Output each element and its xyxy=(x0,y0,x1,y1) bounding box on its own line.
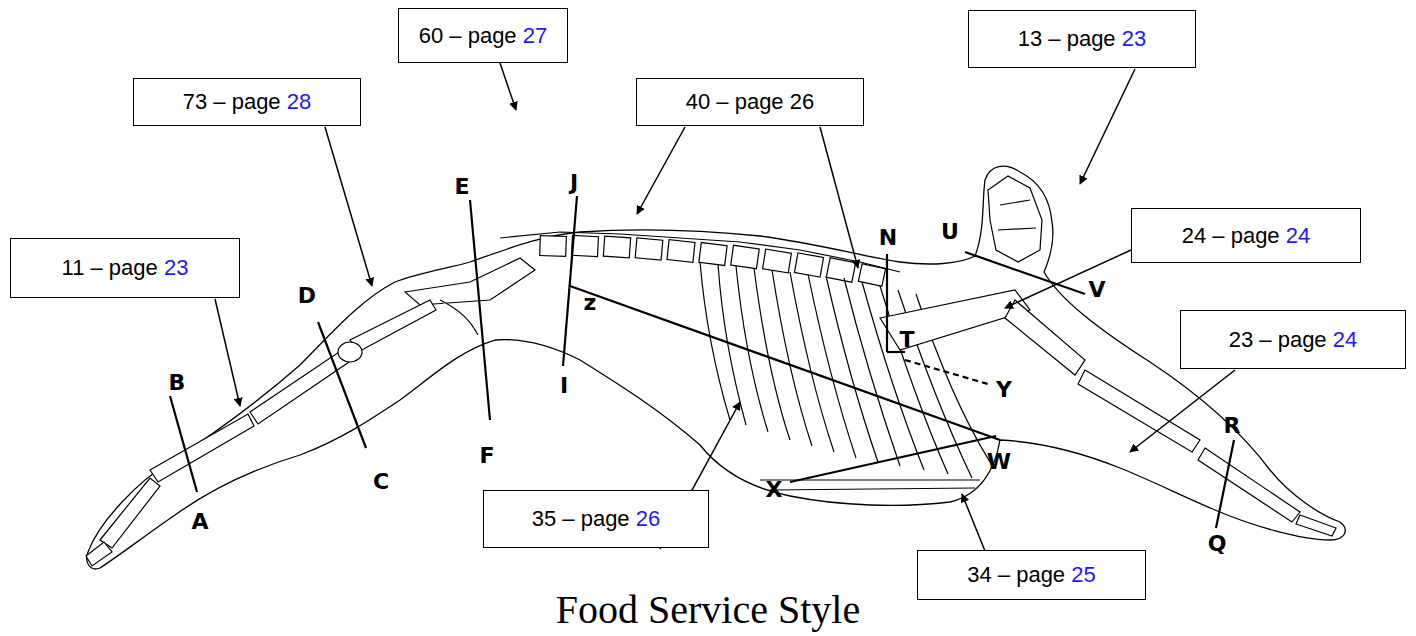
cut-letter: T xyxy=(899,329,914,351)
callout-box: 34 – page25 xyxy=(917,550,1146,600)
callout-text: 11 – page23 xyxy=(62,255,189,281)
callout-number: 23 – page xyxy=(1229,327,1327,352)
leader-arrows xyxy=(215,63,1235,551)
callout-box: 23 – page24 xyxy=(1180,310,1406,369)
page-number: 26 xyxy=(790,89,814,114)
cut-letter: C xyxy=(373,471,389,493)
callout-number: 13 – page xyxy=(1018,26,1116,51)
callout-number: 24 – page xyxy=(1182,223,1280,248)
page-number: 25 xyxy=(1071,562,1095,587)
cut-letter: N xyxy=(879,227,897,249)
callout-box: 60 – page27 xyxy=(398,8,568,63)
cut-letter: D xyxy=(298,285,316,307)
callout-text: 35 – page26 xyxy=(532,506,661,532)
callout-box: 24 – page24 xyxy=(1131,208,1361,263)
spine xyxy=(500,232,900,286)
callout-text: 24 – page24 xyxy=(1182,223,1311,249)
callout-number: 11 – page xyxy=(62,255,158,280)
cut-letter: X xyxy=(766,479,783,501)
callout-number: 35 – page xyxy=(532,506,630,531)
cut-letter: I xyxy=(560,375,568,397)
callout-number: 60 – page xyxy=(419,23,517,48)
page-number: 24 xyxy=(1333,327,1357,352)
cut-letter: B xyxy=(169,372,186,394)
callout-box: 13 – page23 xyxy=(968,10,1196,68)
cut-letter: J xyxy=(570,172,578,194)
cut-lines xyxy=(170,196,1234,528)
page-number: 27 xyxy=(523,23,547,48)
cut-letter: Q xyxy=(1208,533,1227,555)
callout-text: 73 – page28 xyxy=(183,89,312,115)
cut-letter: W xyxy=(987,451,1011,473)
page-number: 23 xyxy=(1122,26,1146,51)
page-number: 26 xyxy=(636,506,660,531)
callout-text: 13 – page23 xyxy=(1018,26,1147,52)
page-number: 28 xyxy=(287,89,311,114)
callout-text: 34 – page25 xyxy=(967,562,1096,588)
callout-text: 60 – page27 xyxy=(419,23,548,49)
hind-leg-bones xyxy=(86,258,535,566)
cut-letter: F xyxy=(479,445,494,467)
callout-text: 40 – page26 xyxy=(686,89,815,115)
caption: Food Service Style xyxy=(0,588,1416,632)
callout-text: 23 – page24 xyxy=(1229,327,1358,353)
cut-letter: U xyxy=(941,221,959,243)
cut-letter: V xyxy=(1088,279,1105,301)
callout-box: 11 – page23 xyxy=(10,238,240,298)
page-number: 24 xyxy=(1286,223,1310,248)
callout-box: 35 – page26 xyxy=(483,490,709,548)
cut-letter: z xyxy=(584,292,597,314)
callout-number: 34 – page xyxy=(967,562,1065,587)
callout-number: 73 – page xyxy=(183,89,281,114)
page-number: 23 xyxy=(164,255,188,280)
ribs xyxy=(700,262,990,490)
callout-number: 40 – page xyxy=(686,89,784,114)
callout-box: 40 – page26 xyxy=(636,78,864,126)
cut-letter: A xyxy=(191,511,208,533)
cut-letter: Y xyxy=(996,379,1012,401)
callout-box: 73 – page28 xyxy=(133,78,361,126)
cut-letter: E xyxy=(454,176,469,198)
cut-letter: R xyxy=(1224,415,1241,437)
